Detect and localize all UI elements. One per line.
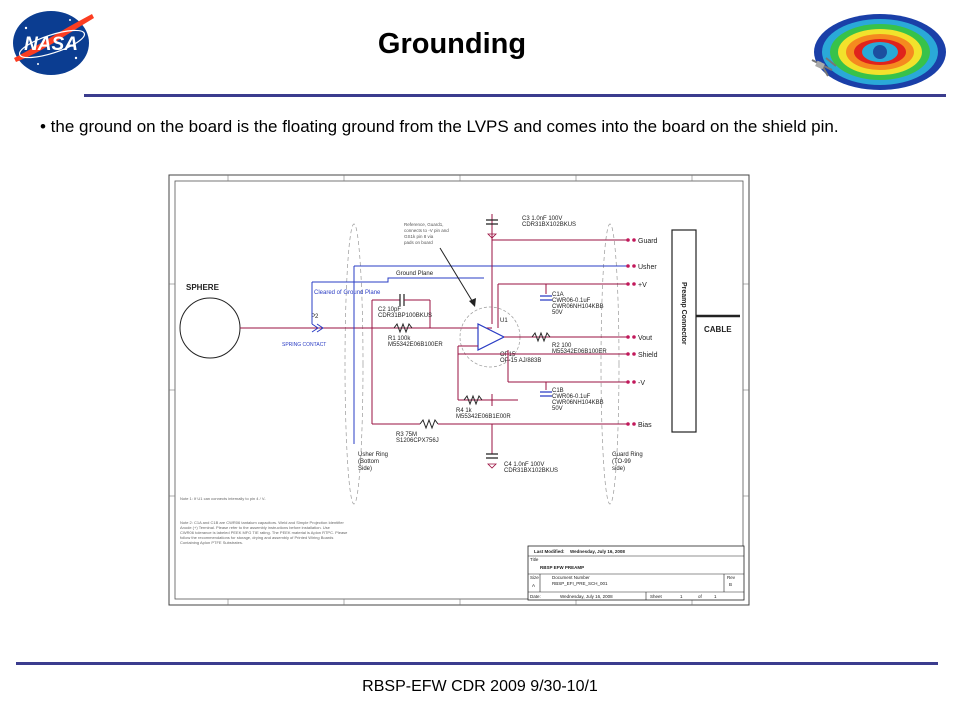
cleared-plane-outline [312, 277, 484, 283]
of-label: of [698, 594, 703, 599]
r4-resistor-icon [463, 394, 483, 406]
callout-arrow-icon [469, 298, 476, 307]
pin-plus-v-label: +V [638, 282, 647, 289]
footer-text: RBSP-EFW CDR 2009 9/30-10/1 [362, 678, 598, 695]
r1-resistor-icon [393, 322, 413, 334]
c1a-capacitor-icon [540, 295, 552, 301]
note-1: Note 1: If U1 can connects internally to… [180, 496, 266, 501]
ground-plane-label: Ground Plane [396, 271, 434, 277]
title-block: Last Modified: Wednesday, July 16, 2008 … [527, 545, 745, 601]
preamp-connector-label: Preamp Connector [680, 282, 687, 345]
top-divider [84, 94, 946, 97]
op-amp-symbol [477, 323, 506, 351]
usher-ring-outline [344, 223, 364, 505]
pin-shield-label: Shield [638, 352, 658, 359]
r2-resistor-icon [531, 331, 551, 343]
c3-ground-icon [487, 233, 497, 239]
rev-label: Rev [727, 575, 736, 580]
title-label: Title [530, 557, 539, 562]
docnum-label: Document Number [552, 575, 590, 580]
nasa-logo-text: NASA [24, 34, 78, 55]
p2-label: P2 [311, 314, 319, 320]
u1-label: U1 [500, 318, 508, 324]
p2-connector-icon [311, 323, 324, 333]
cable-label: CABLE [704, 325, 732, 334]
c1b-capacitor-icon [540, 391, 552, 397]
size-label: Size [530, 575, 539, 580]
pin-usher-label: Usher [638, 264, 657, 271]
pin-minus-v-label: -V [638, 380, 645, 387]
date-value: Wednesday, July 16, 2008 [560, 594, 613, 599]
title-value: RBSP EFW PREAMP [540, 565, 584, 570]
docnum-value: RBSP_EFI_PRE_SCH_001 [552, 581, 608, 586]
c3-capacitor-icon [486, 219, 498, 225]
reference-note: Reference, Guard1,connects to -V pin and… [404, 222, 449, 245]
page-title: Grounding [377, 28, 527, 60]
nasa-meatball-icon: NASA [13, 11, 94, 75]
r3-resistor-icon [419, 418, 439, 430]
connector-pins [626, 238, 636, 426]
c4-capacitor-icon [486, 453, 498, 459]
note-2: Note 2: C1A and C1B are CWR06 tantalum c… [180, 520, 349, 545]
date-label: Date: [530, 594, 541, 599]
sphere-label: SPHERE [186, 283, 220, 292]
size-value: A [532, 583, 535, 588]
spring-contact-label: SPRING CONTACT [282, 342, 326, 348]
pin-bias-label: Bias [638, 422, 652, 429]
last-modified-label: Last Modified: [534, 549, 565, 554]
last-modified-value: Wednesday, July 16, 2008 [570, 549, 625, 554]
sheet-value: 1 [680, 594, 683, 599]
guard-ring-outline [600, 223, 620, 505]
preamp-connector [671, 229, 697, 433]
sphere-symbol [179, 297, 241, 359]
pin-vout-label: Vout [638, 335, 652, 342]
preamp-schematic: SPHERE P2 SPRING CONTACT Cleared of Grou… [168, 174, 750, 606]
of-value: 1 [714, 594, 717, 599]
bullet-point: • the ground on the board is the floatin… [40, 117, 839, 136]
c4-ground-icon [487, 463, 497, 469]
bottom-divider [16, 662, 938, 665]
sheet-label: Sheet [650, 594, 663, 599]
radiation-belts-image [806, 12, 950, 96]
rev-value: B [729, 582, 732, 587]
cleared-plane-label: Cleared of Ground Plane [314, 290, 381, 296]
pin-guard-label: Guard [638, 238, 658, 245]
